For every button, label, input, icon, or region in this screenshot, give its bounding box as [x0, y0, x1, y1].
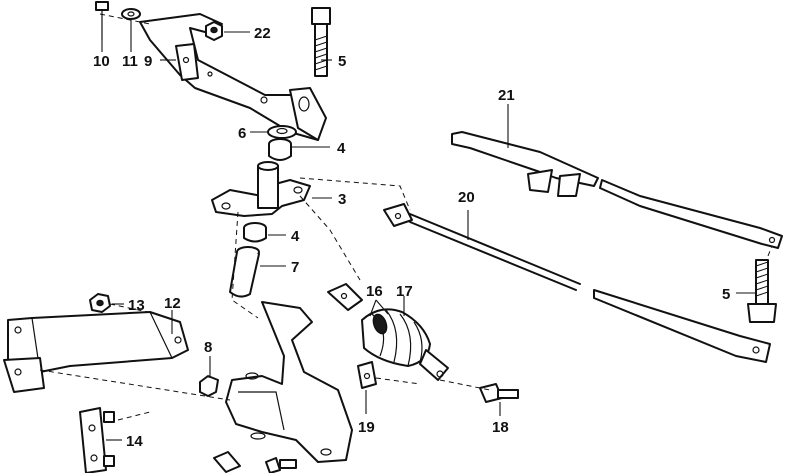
- nut-22-part: [205, 21, 223, 41]
- callout-21: 21: [498, 87, 515, 104]
- callout-8: 8: [204, 339, 212, 356]
- washer-6-part: [267, 125, 297, 139]
- plate-14-part: [79, 407, 115, 473]
- nut-8-part: [199, 375, 219, 397]
- washer-11-part: [121, 8, 141, 20]
- assembly-lines: [39, 13, 773, 421]
- lower-mounting-bracket-part: [213, 301, 353, 473]
- callout-14: 14: [126, 433, 143, 450]
- bolt-10-part: [95, 1, 109, 40]
- callout-20: 20: [458, 189, 475, 206]
- callout-13: 13: [128, 297, 145, 314]
- pivot-lever-3-part: [211, 161, 311, 217]
- leader-lines: [101, 20, 756, 441]
- callout-12: 12: [164, 295, 181, 312]
- callout-19: 19: [358, 419, 375, 436]
- callout-17: 17: [396, 283, 413, 300]
- callout-18: 18: [492, 419, 509, 436]
- callout-6: 6: [238, 125, 246, 142]
- pin-18-part: [479, 383, 519, 403]
- callout-10: 10: [93, 53, 110, 70]
- callout-11: 11: [122, 53, 138, 70]
- support-bracket-12-part: [3, 311, 189, 393]
- callout-7: 7: [291, 259, 299, 276]
- callout-labels: 10 11 9 22 5 6 4 3 4 7 13 12 8 14 16 17 …: [93, 25, 730, 450]
- callout-22: 22: [254, 25, 271, 42]
- nut-13-part: [89, 293, 111, 313]
- callout-4-lower: 4: [291, 228, 300, 245]
- bushing-4-lower-part: [243, 222, 267, 243]
- callout-5-upper: 5: [338, 53, 346, 70]
- callout-5-lower: 5: [722, 286, 730, 303]
- rubber-boot-17-part: [361, 308, 449, 381]
- clip-19-part: [357, 361, 377, 389]
- small-bolt-lower-part: [265, 457, 297, 473]
- callout-4-upper: 4: [337, 140, 346, 157]
- callout-16: 16: [366, 283, 383, 300]
- control-rod-20-part: [383, 203, 771, 363]
- bolt-5-lower-part: [747, 259, 777, 323]
- upper-bracket-part: [139, 13, 327, 141]
- bolt-5-upper-part: [311, 7, 331, 77]
- selector-rod-21-part: [451, 131, 783, 249]
- bushing-4-upper-part: [268, 138, 292, 161]
- callout-9: 9: [144, 53, 152, 70]
- clevis-16-part: [327, 283, 363, 311]
- spacer-tube-7-part: [229, 246, 260, 298]
- callout-3: 3: [338, 191, 346, 208]
